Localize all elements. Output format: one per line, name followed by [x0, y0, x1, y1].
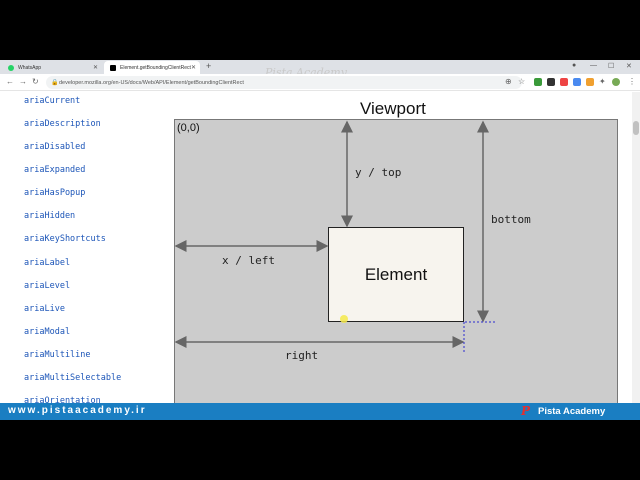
sidebar-item-aria-hidden[interactable]: ariaHidden [24, 211, 76, 221]
minimize-icon[interactable]: — [590, 62, 597, 69]
close-icon[interactable]: ✕ [92, 65, 98, 71]
mdn-icon [110, 64, 116, 71]
sidebar-item-aria-level[interactable]: ariaLevel [24, 281, 71, 291]
star-icon[interactable]: ☆ [518, 77, 526, 86]
right-label: right [285, 349, 319, 362]
menu-icon[interactable]: ⋮ [628, 77, 636, 86]
sidebar-item-aria-current[interactable]: ariaCurrent [24, 96, 81, 106]
sidebar-item-aria-has-popup[interactable]: ariaHasPopup [24, 188, 86, 198]
back-icon[interactable]: ← [6, 77, 14, 86]
zoom-icon[interactable]: ⊕ [505, 77, 512, 86]
new-tab-button[interactable]: + [206, 61, 212, 71]
tab-label: Element.getBoundingClientRect [120, 64, 191, 71]
bottom-label: bottom [491, 213, 531, 226]
sidebar-item-aria-expanded[interactable]: ariaExpanded [24, 165, 86, 175]
diagram: Viewport (0,0) Element y / top x / left … [170, 92, 632, 420]
origin-label: (0,0) [177, 122, 200, 134]
extension-icon[interactable] [560, 78, 568, 86]
left-label: x / left [222, 254, 275, 267]
address-bar[interactable]: 🔒 developer.mozilla.org/en-US/docs/Web/A… [46, 76, 522, 89]
sidebar-item-aria-modal[interactable]: ariaModal [24, 327, 71, 337]
sidebar-item-aria-label[interactable]: ariaLabel [24, 258, 71, 268]
address-toolbar: ← → ↻ 🔒 developer.mozilla.org/en-US/docs… [0, 74, 640, 91]
sidebar-item-aria-multi-selectable[interactable]: ariaMultiSelectable [24, 373, 122, 383]
maximize-icon[interactable]: ☐ [608, 63, 615, 70]
close-window-icon[interactable]: ✕ [626, 63, 632, 70]
viewport-title: Viewport [360, 99, 426, 118]
top-label: y / top [355, 166, 402, 179]
viewport-box: (0,0) Element y / top x / left bottom ri… [174, 119, 618, 419]
cursor-highlight [340, 315, 348, 323]
watermark-banner: www.pistaacademy.ir P Pista Academy [0, 403, 640, 420]
extensions-puzzle-icon[interactable]: ✦ [599, 77, 606, 86]
sidebar-item-aria-multiline[interactable]: ariaMultiline [24, 350, 91, 360]
pista-logo-icon: P [521, 404, 531, 418]
sidebar-item-aria-key-shortcuts[interactable]: ariaKeyShortcuts [24, 234, 106, 244]
url-text: developer.mozilla.org/en-US/docs/Web/API… [59, 79, 244, 86]
tab-strip: WhatsApp ✕ Element.getBoundingClientRect… [0, 60, 640, 79]
lock-icon: 🔒 [51, 80, 59, 86]
element-label: Element [364, 264, 428, 284]
banner-brand: Pista Academy [538, 406, 606, 417]
dimension-arrows [175, 120, 495, 354]
extension-icon[interactable] [586, 78, 594, 86]
extension-icon[interactable] [547, 78, 555, 86]
banner-url: www.pistaacademy.ir [8, 405, 147, 416]
scrollbar-thumb[interactable] [633, 121, 639, 135]
scrollbar[interactable] [632, 92, 640, 420]
reload-icon[interactable]: ↻ [32, 77, 39, 86]
sidebar-item-aria-description[interactable]: ariaDescription [24, 119, 101, 129]
sidebar-item-aria-disabled[interactable]: ariaDisabled [24, 142, 86, 152]
tab-whatsapp[interactable]: WhatsApp ✕ [2, 61, 102, 74]
close-icon[interactable]: ✕ [190, 65, 196, 71]
forward-icon[interactable]: → [19, 77, 27, 86]
tab-label: WhatsApp [18, 64, 42, 71]
avatar[interactable] [612, 78, 620, 86]
tab-get-bounding-client-rect[interactable]: Element.getBoundingClientRect ✕ [104, 61, 200, 74]
extension-icon[interactable] [573, 78, 581, 86]
extension-icon[interactable] [534, 78, 542, 86]
whatsapp-icon [8, 64, 14, 71]
profile-icon[interactable]: ● [572, 62, 577, 69]
sidebar: ariaCurrent ariaDescription ariaDisabled… [0, 92, 170, 420]
element-box: Element [328, 227, 464, 322]
sidebar-item-aria-live[interactable]: ariaLive [24, 304, 65, 314]
sidebar-item-aria-orientation[interactable]: ariaOrientation [24, 396, 101, 406]
browser-window: WhatsApp ✕ Element.getBoundingClientRect… [0, 60, 640, 420]
